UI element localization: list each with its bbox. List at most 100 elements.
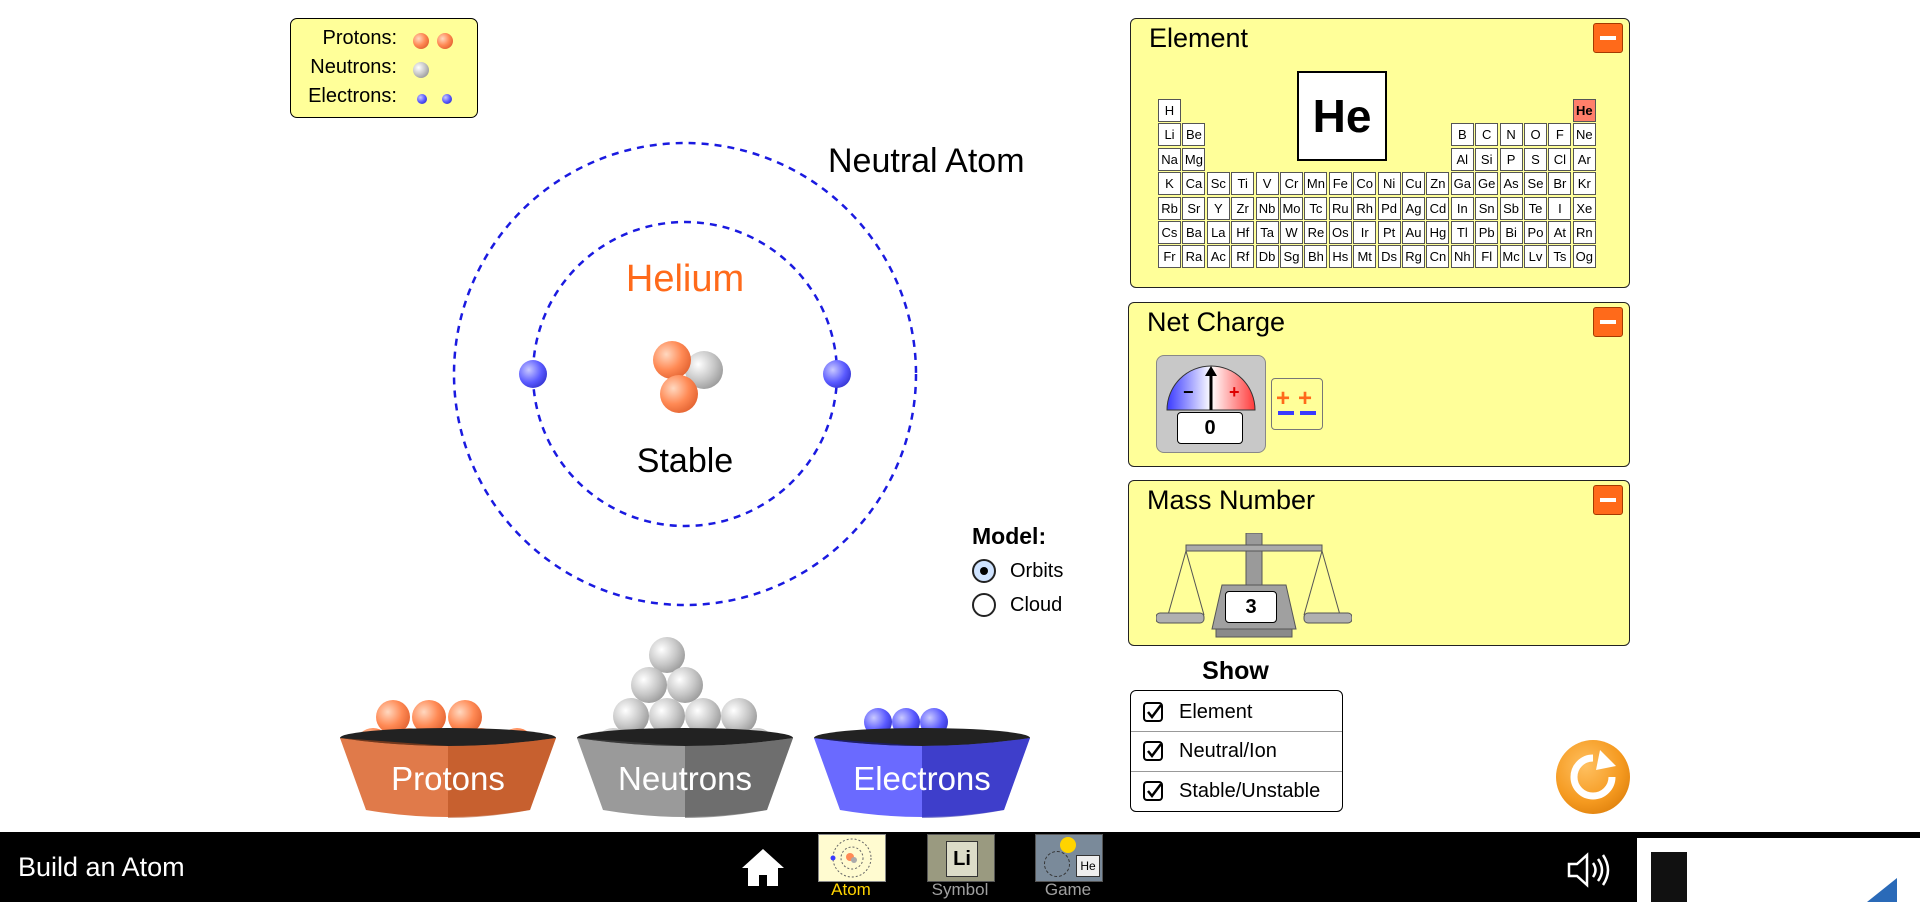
- charge-meter: − + 0: [1156, 355, 1266, 453]
- periodic-cell-og: Og: [1572, 245, 1596, 269]
- periodic-cell-ac: Ac: [1206, 245, 1230, 269]
- periodic-cell-na: Na: [1158, 147, 1181, 171]
- show-neutral-ion-option[interactable]: Neutral/Ion: [1131, 732, 1341, 770]
- svg-text:+: +: [1229, 382, 1240, 402]
- tab-symbol-label[interactable]: Symbol: [931, 880, 989, 899]
- tab-symbol[interactable]: Li: [927, 834, 995, 882]
- periodic-cell-si: Si: [1475, 147, 1499, 171]
- sound-icon[interactable]: [1565, 850, 1613, 890]
- periodic-cell-ra: Ra: [1182, 245, 1206, 269]
- orbit-electron[interactable]: [519, 360, 547, 388]
- tab-game[interactable]: He: [1035, 834, 1103, 882]
- periodic-cell-hg: Hg: [1426, 221, 1450, 244]
- periodic-cell-o: O: [1524, 123, 1547, 147]
- model-cloud-label: Cloud: [1010, 594, 1063, 616]
- net-charge-minimize-button[interactable]: [1593, 307, 1623, 337]
- periodic-cell-lv: Lv: [1524, 245, 1547, 269]
- periodic-cell-cl: Cl: [1548, 147, 1572, 171]
- periodic-cell-hs: Hs: [1328, 245, 1352, 269]
- tab-atom[interactable]: [818, 834, 886, 882]
- mass-scale-icon: [1156, 533, 1352, 638]
- neutrons-bucket[interactable]: Neutrons: [575, 630, 795, 820]
- svg-text:−: −: [1183, 382, 1194, 402]
- periodic-cell-ru: Ru: [1328, 196, 1352, 220]
- phet-logo[interactable]: [1637, 838, 1920, 902]
- mass-number-value: 3: [1225, 591, 1277, 623]
- legend-electron-icon: [442, 94, 452, 104]
- periodic-cell-nb: Nb: [1255, 196, 1279, 220]
- periodic-cell-ti: Ti: [1231, 172, 1255, 196]
- periodic-cell-sb: Sb: [1499, 196, 1523, 220]
- periodic-cell-rg: Rg: [1402, 245, 1425, 269]
- periodic-cell-sc: Sc: [1206, 172, 1230, 196]
- periodic-cell-be: Be: [1182, 123, 1206, 147]
- periodic-cell-ga: Ga: [1450, 172, 1474, 196]
- show-stable-unstable-checkbox[interactable]: [1143, 781, 1163, 801]
- reset-all-button[interactable]: [1556, 740, 1630, 814]
- model-cloud-radio[interactable]: [972, 593, 996, 617]
- periodic-cell-ba: Ba: [1182, 221, 1206, 244]
- periodic-cell-ar: Ar: [1572, 147, 1596, 171]
- show-stable-unstable-label: Stable/Unstable: [1179, 780, 1321, 802]
- orbit-electron[interactable]: [823, 360, 851, 388]
- periodic-cell-br: Br: [1548, 172, 1572, 196]
- show-element-option[interactable]: Element: [1131, 693, 1341, 731]
- periodic-cell-te: Te: [1524, 196, 1547, 220]
- show-stable-unstable-option[interactable]: Stable/Unstable: [1131, 772, 1341, 810]
- phet-menu-icon: [1651, 852, 1687, 902]
- legend-proton-icon: [413, 33, 429, 49]
- periodic-cell-kr: Kr: [1572, 172, 1596, 196]
- outer-orbit: [452, 141, 918, 607]
- app-title: Build an Atom: [18, 852, 185, 882]
- show-title: Show: [1202, 657, 1269, 685]
- periodic-cell-sg: Sg: [1280, 245, 1303, 269]
- periodic-cell-po: Po: [1524, 221, 1547, 244]
- periodic-cell-sr: Sr: [1182, 196, 1206, 220]
- protons-bucket-label: Protons: [391, 760, 505, 797]
- protons-bucket[interactable]: Protons: [338, 630, 558, 820]
- home-icon[interactable]: [740, 846, 786, 888]
- stability-label: Stable: [636, 442, 734, 480]
- periodic-cell-al: Al: [1450, 147, 1474, 171]
- tab-atom-label[interactable]: Atom: [831, 880, 871, 899]
- tab-game-label[interactable]: Game: [1044, 880, 1092, 899]
- periodic-cell-pt: Pt: [1377, 221, 1401, 244]
- periodic-cell-mg: Mg: [1182, 147, 1206, 171]
- periodic-cell-os: Os: [1328, 221, 1352, 244]
- periodic-cell-s: S: [1524, 147, 1547, 171]
- nucleus-proton[interactable]: [653, 341, 691, 379]
- legend-electron-icon: [417, 94, 427, 104]
- mass-number-minimize-button[interactable]: [1593, 485, 1623, 515]
- periodic-cell-fr: Fr: [1158, 245, 1181, 269]
- show-element-label: Element: [1179, 701, 1253, 723]
- periodic-cell-re: Re: [1304, 221, 1328, 244]
- periodic-cell-p: P: [1499, 147, 1523, 171]
- nucleus-proton[interactable]: [660, 375, 698, 413]
- show-element-checkbox[interactable]: [1143, 702, 1163, 722]
- periodic-cell-mc: Mc: [1499, 245, 1523, 269]
- periodic-cell-ni: Ni: [1377, 172, 1401, 196]
- periodic-cell-h: H: [1158, 99, 1181, 122]
- element-panel-minimize-button[interactable]: [1593, 23, 1623, 53]
- periodic-cell-pd: Pd: [1377, 196, 1401, 220]
- periodic-cell-hf: Hf: [1231, 221, 1255, 244]
- periodic-cell-ca: Ca: [1182, 172, 1206, 196]
- element-panel-title: Element: [1149, 23, 1249, 53]
- element-symbol-box: He: [1297, 71, 1387, 161]
- periodic-cell-zn: Zn: [1426, 172, 1450, 196]
- periodic-cell-cu: Cu: [1402, 172, 1425, 196]
- periodic-cell-b: B: [1450, 123, 1474, 147]
- show-neutral-ion-checkbox[interactable]: [1143, 741, 1163, 761]
- model-orbits-radio[interactable]: [972, 559, 996, 583]
- periodic-cell-fl: Fl: [1475, 245, 1499, 269]
- phet-logo-mark: [1867, 878, 1897, 902]
- periodic-cell-db: Db: [1255, 245, 1279, 269]
- electrons-bucket[interactable]: Electrons: [812, 630, 1032, 820]
- electrons-bucket-label: Electrons: [853, 760, 991, 797]
- periodic-cell-c: C: [1475, 123, 1499, 147]
- periodic-cell-nh: Nh: [1450, 245, 1474, 269]
- periodic-cell-ta: Ta: [1255, 221, 1279, 244]
- periodic-cell-cr: Cr: [1280, 172, 1303, 196]
- legend-proton-icon: [437, 33, 453, 49]
- periodic-cell-pb: Pb: [1475, 221, 1499, 244]
